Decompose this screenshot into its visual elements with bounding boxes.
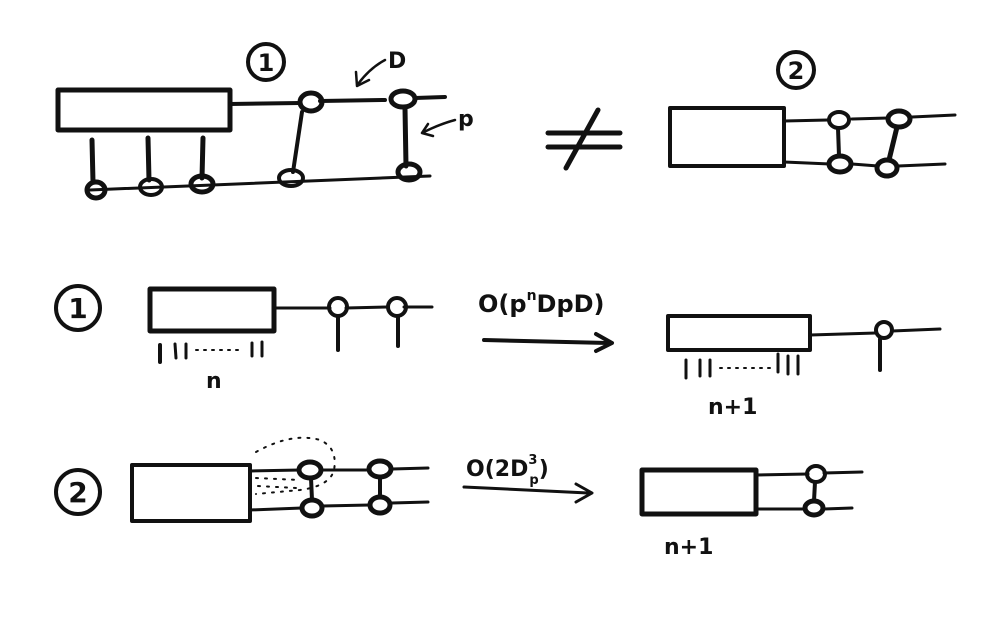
- node: [277, 168, 305, 188]
- mps-block: [130, 463, 252, 523]
- top-right-diagram: 2: [668, 50, 957, 179]
- cost-prefix: O(p: [478, 290, 527, 318]
- annotation-arrow: [356, 58, 387, 86]
- row-2-label: 2: [68, 476, 87, 509]
- mps-block: [639, 467, 759, 517]
- gate-node: [299, 497, 325, 519]
- transform-arrow: [462, 485, 590, 495]
- gate-connector: [402, 105, 409, 169]
- bottom-bond-line: [88, 174, 432, 192]
- node: [138, 177, 164, 197]
- relation-text: ≠: [584, 79, 585, 81]
- cost-superscript: 3: [528, 453, 537, 468]
- gate-node: [388, 88, 418, 110]
- gate-node: [827, 110, 851, 130]
- annotation-d: D: [388, 49, 406, 74]
- arrow-head: [594, 332, 614, 353]
- cost-superscript: n: [527, 288, 537, 304]
- label-circle: [776, 50, 816, 90]
- arrow-head: [574, 482, 594, 504]
- arrow-head: [354, 70, 371, 88]
- mps-block: [55, 87, 233, 133]
- annotation-p: p: [458, 107, 474, 132]
- node: [84, 179, 108, 201]
- arrow-head: [420, 122, 435, 138]
- cost-tail: ): [539, 457, 549, 482]
- node: [327, 296, 349, 318]
- row-1-cost: O(pnDpD): [478, 288, 605, 318]
- label-2-text: 2: [788, 57, 805, 85]
- output-legs-label: n+1: [708, 395, 757, 420]
- row-1-label: 1: [68, 292, 87, 325]
- gate-node: [296, 459, 324, 481]
- output-legs-label: n+1: [664, 535, 713, 560]
- input-legs-label: n: [206, 369, 222, 394]
- transform-arrow: [482, 338, 610, 345]
- physical-leg: [199, 135, 206, 181]
- row-2-cost: O(2D3 p): [466, 453, 549, 488]
- physical-leg: [145, 135, 152, 183]
- node: [188, 173, 216, 195]
- bond-line: [228, 101, 302, 106]
- row-label-circle: [54, 284, 102, 332]
- cost-tail: DpD): [537, 290, 605, 318]
- bond-line: [413, 95, 447, 100]
- gate-node: [366, 458, 394, 480]
- row-2: 2 O(2D3 p) n+1: [54, 436, 864, 560]
- gate-node: [367, 494, 393, 516]
- gate-node: [885, 108, 913, 130]
- contraction-region: [255, 436, 336, 495]
- bond-line: [318, 98, 387, 103]
- row-label-circle: [54, 468, 102, 516]
- gate-node: [826, 153, 854, 175]
- cost-prefix: O(2D: [466, 457, 528, 482]
- label-circle: [246, 42, 286, 82]
- label-1-text: 1: [258, 49, 275, 77]
- physical-leg: [89, 137, 96, 185]
- gate-node: [297, 90, 325, 114]
- mps-block: [666, 314, 812, 352]
- top-left-diagram: 1 D p: [55, 42, 474, 201]
- gate-connector: [291, 110, 304, 174]
- not-equal-sign: ≠: [545, 79, 623, 171]
- gate-node: [802, 498, 826, 518]
- annotation-arrow: [422, 118, 457, 134]
- mps-block: [147, 286, 277, 334]
- gate-node: [805, 464, 827, 484]
- node: [395, 161, 423, 183]
- mps-block: [668, 106, 786, 168]
- gate-node: [874, 157, 900, 179]
- cost-subscript: p: [529, 473, 538, 488]
- row-1: 1 n O(pnDpD): [54, 284, 942, 420]
